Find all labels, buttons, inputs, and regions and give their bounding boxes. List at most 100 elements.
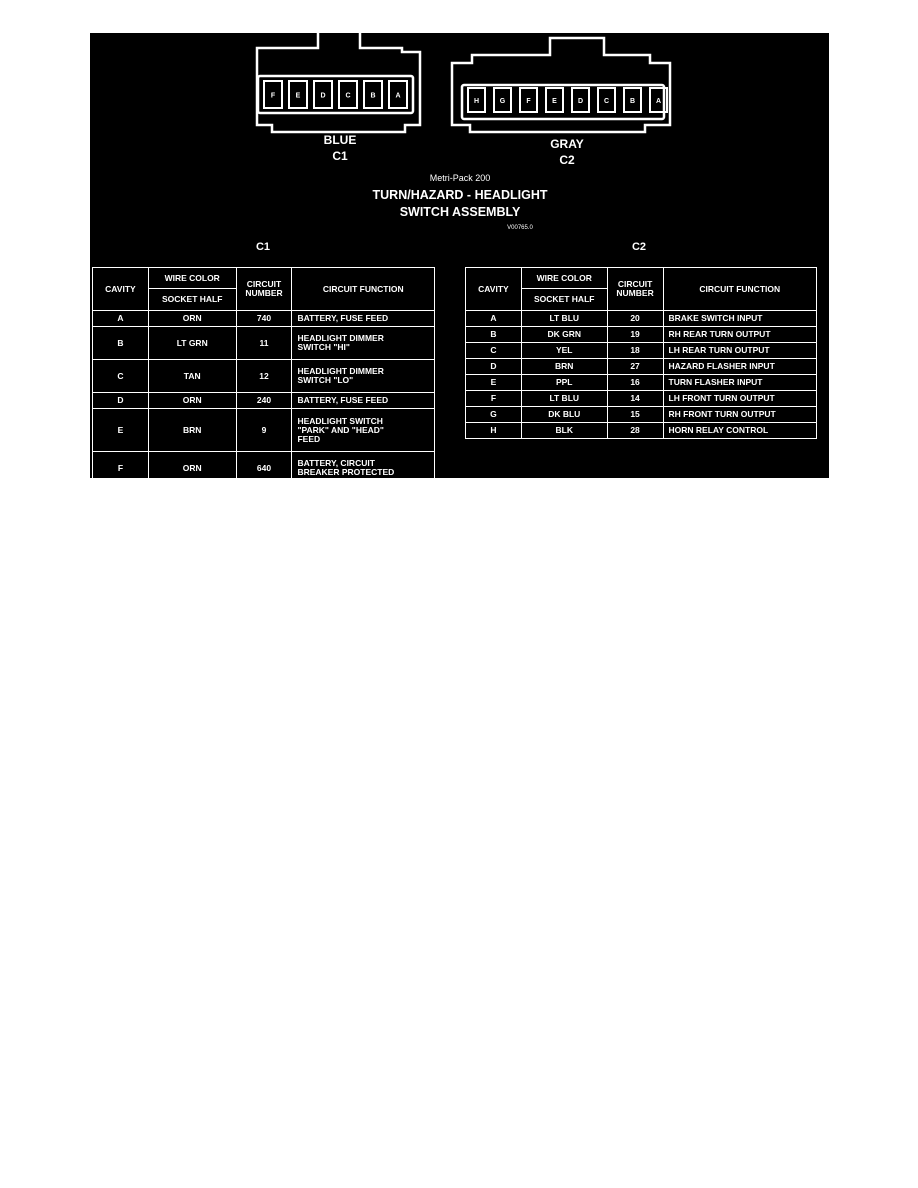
cavity-letter: B [630,98,635,105]
circuit-function-header: CIRCUIT FUNCTION [291,267,435,311]
circuit-function-cell: TURN FLASHER INPUT [662,374,818,391]
wire-color-cell: LT BLU [520,390,608,407]
circuit-function-line: BREAKER PROTECTED [297,467,395,477]
wire-color-cell: YEL [520,342,608,359]
wire-color-cell: LT GRN [147,326,237,360]
circuit-function-cell: LH FRONT TURN OUTPUT [662,390,818,407]
circuit-function-line: HORN RELAY CONTROL [668,425,769,435]
title-line-1: TURN/HAZARD - HEADLIGHT [372,188,548,202]
c2-table-caption: C2 [631,241,647,253]
circuit-function-line: LH REAR TURN OUTPUT [668,345,770,355]
cavity-letter: C [345,93,350,100]
cavity-box [388,80,408,109]
cavity-letter: F [271,93,276,100]
circuit-function-line: TURN FLASHER INPUT [668,377,763,387]
circuit-number-cell: 15 [606,406,664,423]
circuit-number-cell: 12 [235,359,293,393]
circuit-function-line: SWITCH "LO" [297,375,354,385]
cavity-cell: H [465,422,522,439]
wire-color-cell: DK GRN [520,326,608,343]
cavity-letter: D [578,98,583,105]
cavity-cell: B [465,326,522,343]
cavity-cell: E [465,374,522,391]
cavity-header: CAVITY [92,267,149,311]
circuit-number-cell: 9 [235,408,293,452]
c1-cavity-frame [256,74,415,115]
circuit-function-line: BATTERY, CIRCUIT [297,458,375,468]
socket-half-header: SOCKET HALF [147,288,237,311]
circuit-function-line: BATTERY, FUSE FEED [297,313,389,323]
wire-color-cell: ORN [147,451,237,485]
circuit-number-cell: 640 [235,451,293,485]
circuit-function-line: SWITCH "HI" [297,342,350,352]
socket-half-header: SOCKET HALF [520,288,608,311]
circuit-function-cell: RH REAR TURN OUTPUT [662,326,818,343]
cavity-cell: F [465,390,522,407]
c2-cavity-frame [460,83,666,121]
title-line-2: SWITCH ASSEMBLY [399,205,521,219]
figure-code: V00765.0 [507,225,533,231]
circuit-function-cell: BRAKE SWITCH INPUT [662,310,818,327]
circuit-function-line: "PARK" AND "HEAD" [297,424,384,435]
circuit-function-cell: HORN RELAY CONTROL [662,422,818,439]
series-label: Metri-Pack 200 [429,173,491,183]
cavity-letter: A [395,93,400,100]
circuit-number-cell: 18 [606,342,664,359]
circuit-function-line: HAZARD FLASHER INPUT [668,361,775,371]
cavity-letter: E [296,93,301,100]
cavity-box [363,80,383,109]
circuit-number-cell: 20 [606,310,664,327]
cavity-cell: E [92,408,149,452]
wire-color-cell: LT BLU [520,310,608,327]
circuit-function-line: HEADLIGHT DIMMER [297,333,384,343]
circuit-function-header: CIRCUIT FUNCTION [662,267,818,311]
cavity-box [519,87,538,113]
wire-color-cell: DK BLU [520,406,608,423]
cavity-letter: D [320,93,325,100]
cavity-letter: G [500,98,506,105]
circuit-function-cell: HAZARD FLASHER INPUT [662,358,818,375]
cavity-box [597,87,616,113]
circuit-function-cell: HEADLIGHT SWITCH"PARK" AND "HEAD"FEED [291,408,435,452]
cavity-cell: F [92,451,149,485]
cavity-cell: C [92,359,149,393]
cavity-box [288,80,308,109]
cavity-cell: A [92,310,149,327]
cavity-letter: F [526,98,531,105]
circuit-function-line: LH FRONT TURN OUTPUT [668,393,775,403]
circuit-function-cell: BATTERY, FUSE FEED [291,392,435,409]
wire-color-header: WIRE COLOR [520,267,608,289]
c1-id-label: C1 [332,149,348,163]
cavity-cell: G [465,406,522,423]
wire-color-cell: TAN [147,359,237,393]
c1-connector-body [255,33,422,134]
cavity-box [545,87,564,113]
wire-color-cell: ORN [147,310,237,327]
circuit-function-line: RH FRONT TURN OUTPUT [668,409,776,419]
circuit-function-line: BATTERY, FUSE FEED [297,395,389,405]
circuit-function-line: BRAKE SWITCH INPUT [668,313,763,323]
cavity-letter: B [370,93,375,100]
wire-color-cell: BLK [520,422,608,439]
circuit-function-line: HEADLIGHT SWITCH [297,415,383,426]
c1-table-caption: C1 [255,241,271,253]
circuit-function-cell: RH FRONT TURN OUTPUT [662,406,818,423]
cavity-box [571,87,590,113]
cavity-letter: E [552,98,557,105]
circuit-number-cell: 740 [235,310,293,327]
